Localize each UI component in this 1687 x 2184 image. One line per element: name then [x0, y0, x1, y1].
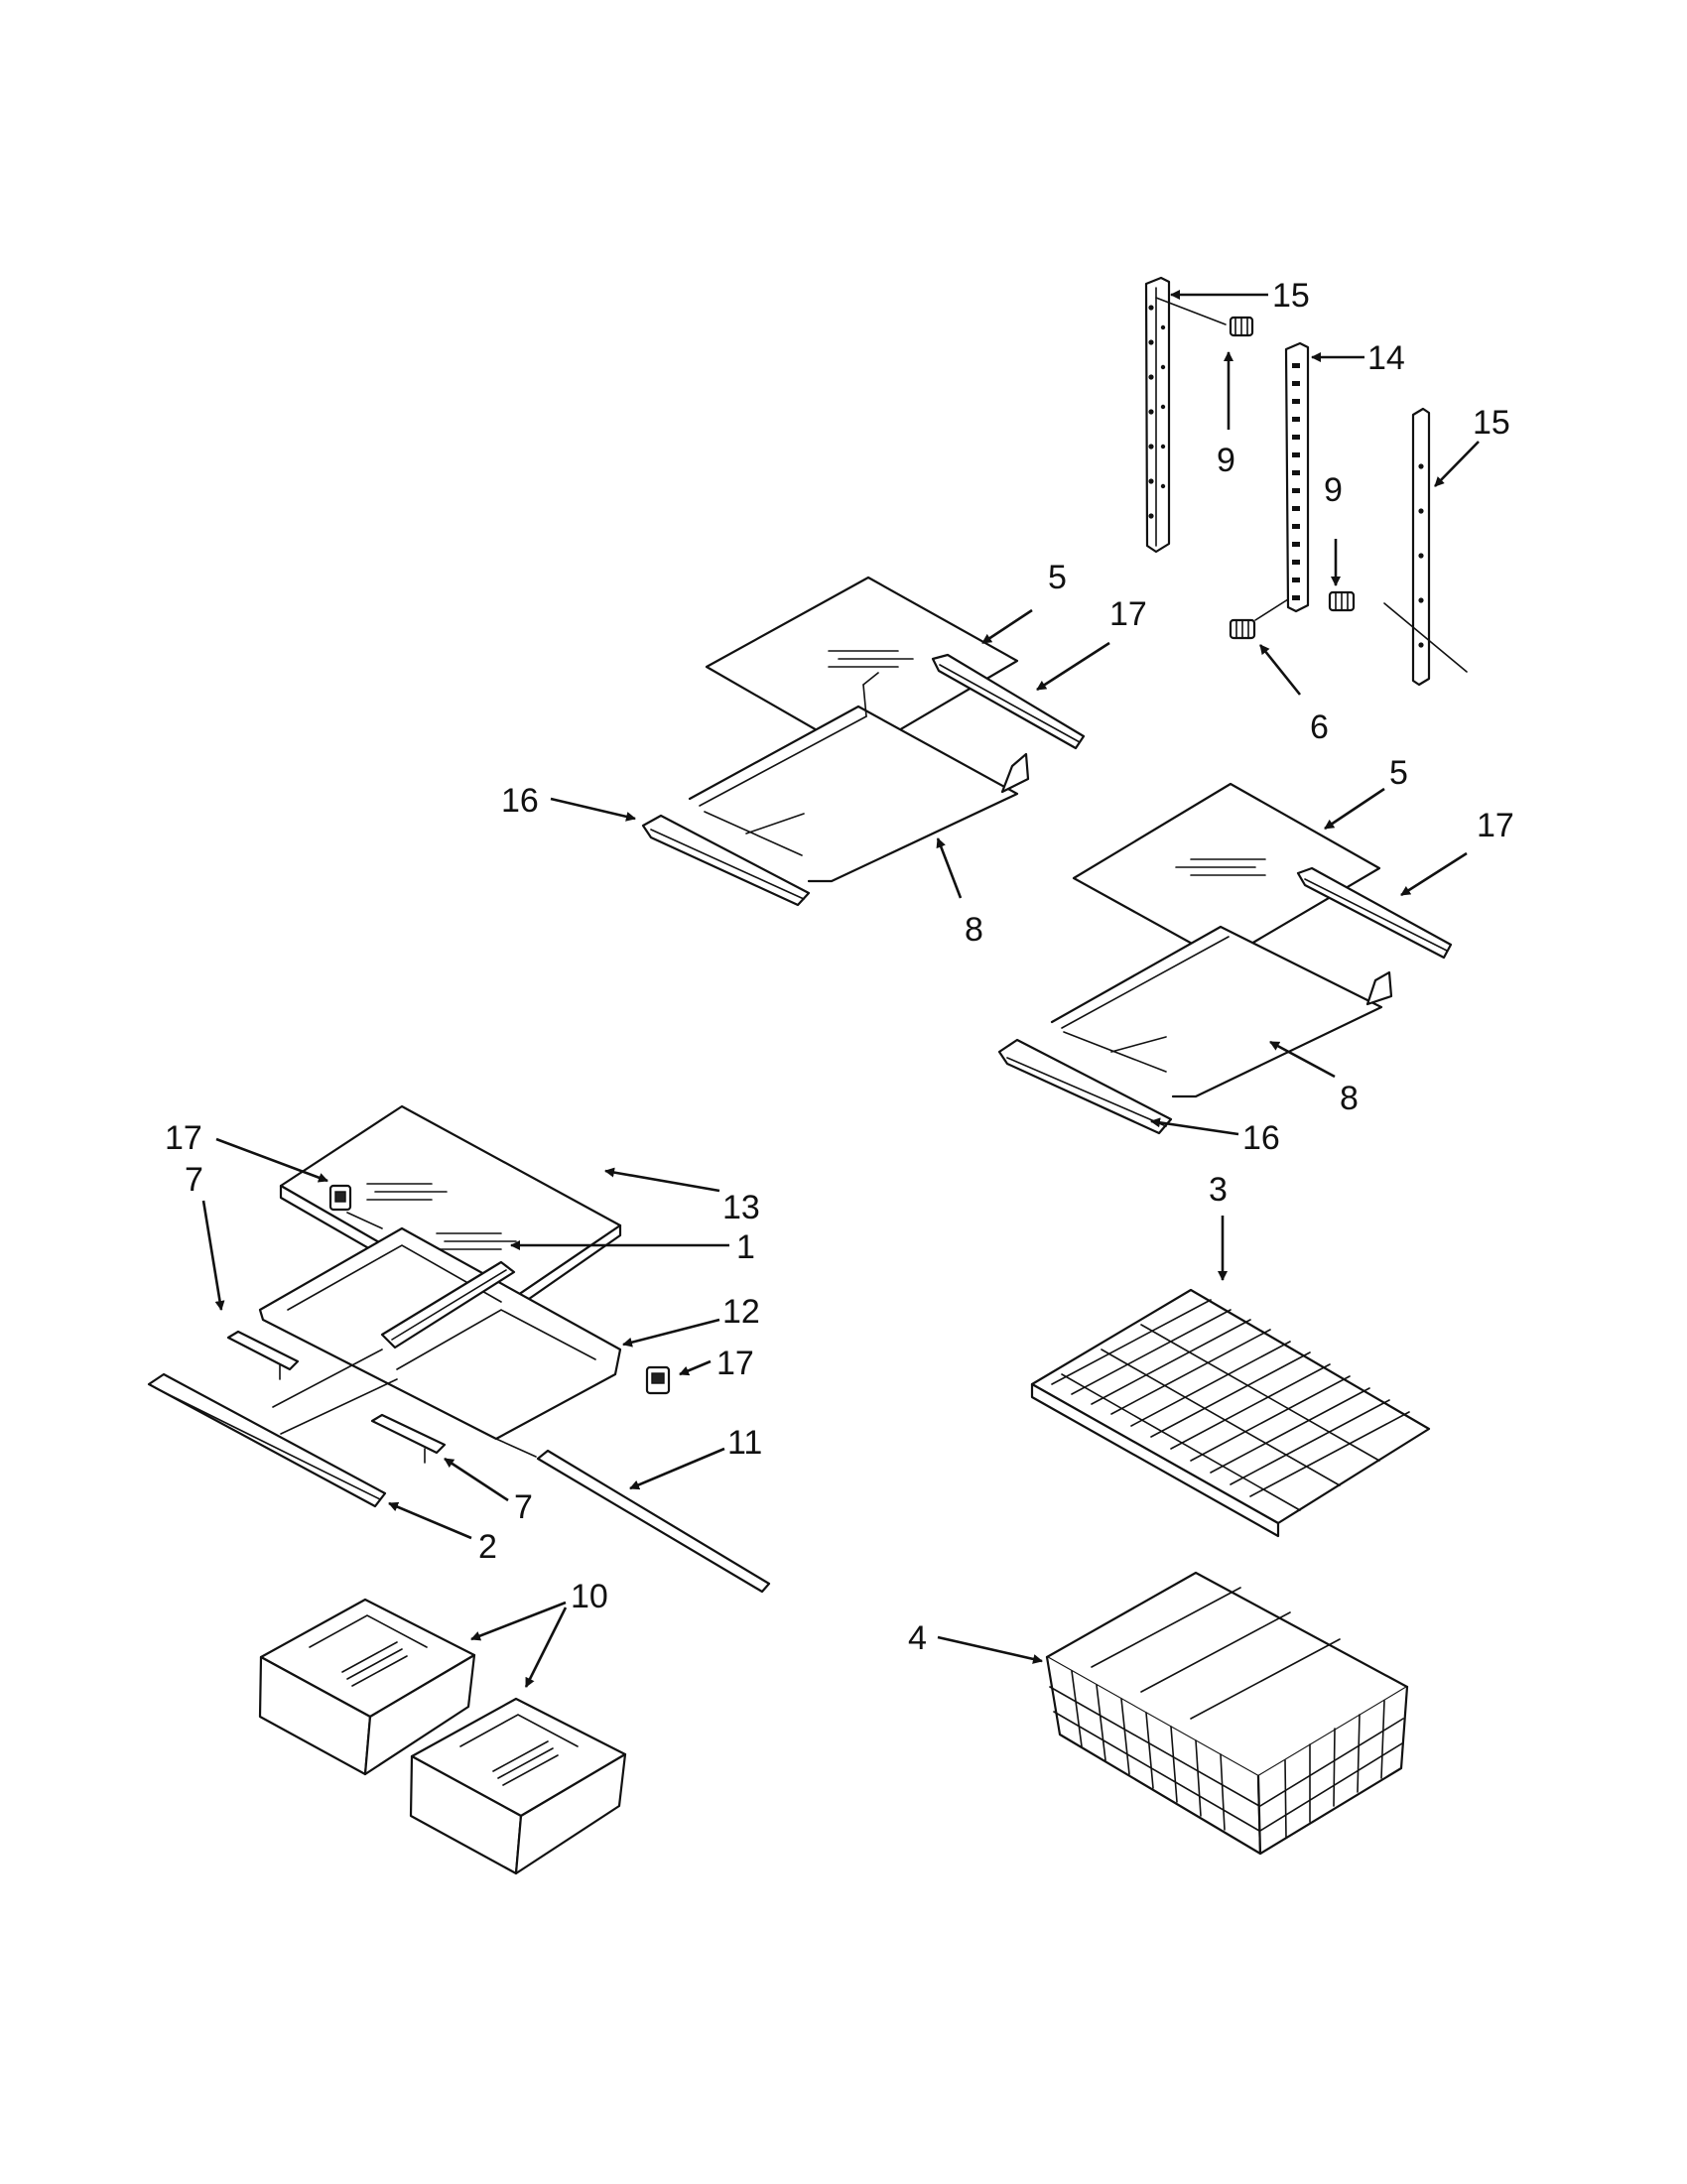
shelf-clip-right	[645, 1365, 671, 1395]
drawer-slide-left	[226, 1330, 300, 1380]
crisper-drawer-upper	[258, 1598, 476, 1776]
crisper-front-trim	[147, 1372, 387, 1508]
crisper-drawer-lower	[409, 1697, 627, 1875]
callout-9-upper: 9	[1217, 442, 1235, 479]
screw-upper	[1229, 316, 1254, 337]
left-shelf-rail	[1144, 276, 1227, 554]
upper-shelf-frame	[688, 672, 1030, 883]
callout-8-middle: 8	[1340, 1080, 1359, 1117]
callout-16-upper: 16	[501, 782, 539, 820]
callout-17-left: 17	[165, 1119, 202, 1157]
callout-4: 4	[908, 1619, 927, 1657]
right-shelf-rail	[1383, 407, 1468, 687]
upper-glass-shelf	[705, 576, 1019, 756]
shelf-clip-left	[328, 1184, 383, 1229]
callout-13: 13	[722, 1189, 760, 1226]
screw-lower	[1328, 590, 1356, 612]
callout-5-upper: 5	[1048, 559, 1067, 596]
callout-2: 2	[478, 1528, 497, 1566]
callout-8-upper: 8	[965, 911, 983, 949]
callout-3: 3	[1209, 1171, 1228, 1209]
wire-shelf	[1030, 1288, 1431, 1538]
callout-7-right: 7	[514, 1488, 533, 1526]
upper-shelf-front-trim	[641, 814, 811, 907]
upper-shelf-back-trim	[931, 653, 1086, 750]
callout-11: 11	[727, 1424, 762, 1462]
callout-5-middle: 5	[1389, 754, 1408, 792]
callout-labels: 15 14 9 15 9 6 5 17 16 8 5 17 8 16 17 7 …	[165, 277, 1514, 1657]
callout-1: 1	[736, 1228, 755, 1266]
middle-glass-shelf	[1072, 782, 1381, 963]
callout-17-middle: 17	[1477, 807, 1514, 844]
callout-17-right: 17	[716, 1345, 754, 1382]
callout-16-middle: 16	[1242, 1119, 1280, 1157]
wire-basket	[1045, 1571, 1409, 1856]
callout-12: 12	[722, 1293, 760, 1331]
middle-shelf-frame	[1050, 925, 1393, 1098]
leader-lines	[201, 290, 1480, 1688]
middle-shelf-front-trim	[997, 1038, 1173, 1135]
center-shelf-ladder	[1254, 341, 1310, 621]
cover-support-frame	[258, 1226, 622, 1441]
callout-9-lower: 9	[1324, 471, 1343, 509]
callout-14: 14	[1367, 339, 1405, 377]
callout-15-upper: 15	[1272, 277, 1310, 315]
callout-6: 6	[1310, 708, 1329, 746]
callout-15-right: 15	[1473, 404, 1510, 442]
screw-6	[1229, 618, 1256, 640]
drawer-slide-right	[370, 1413, 447, 1464]
callout-17-upper: 17	[1109, 595, 1147, 633]
callout-7-left: 7	[185, 1161, 203, 1199]
drawer-rail-rod	[495, 1438, 771, 1594]
middle-shelf-back-trim	[1296, 866, 1453, 960]
callout-10: 10	[571, 1578, 608, 1615]
